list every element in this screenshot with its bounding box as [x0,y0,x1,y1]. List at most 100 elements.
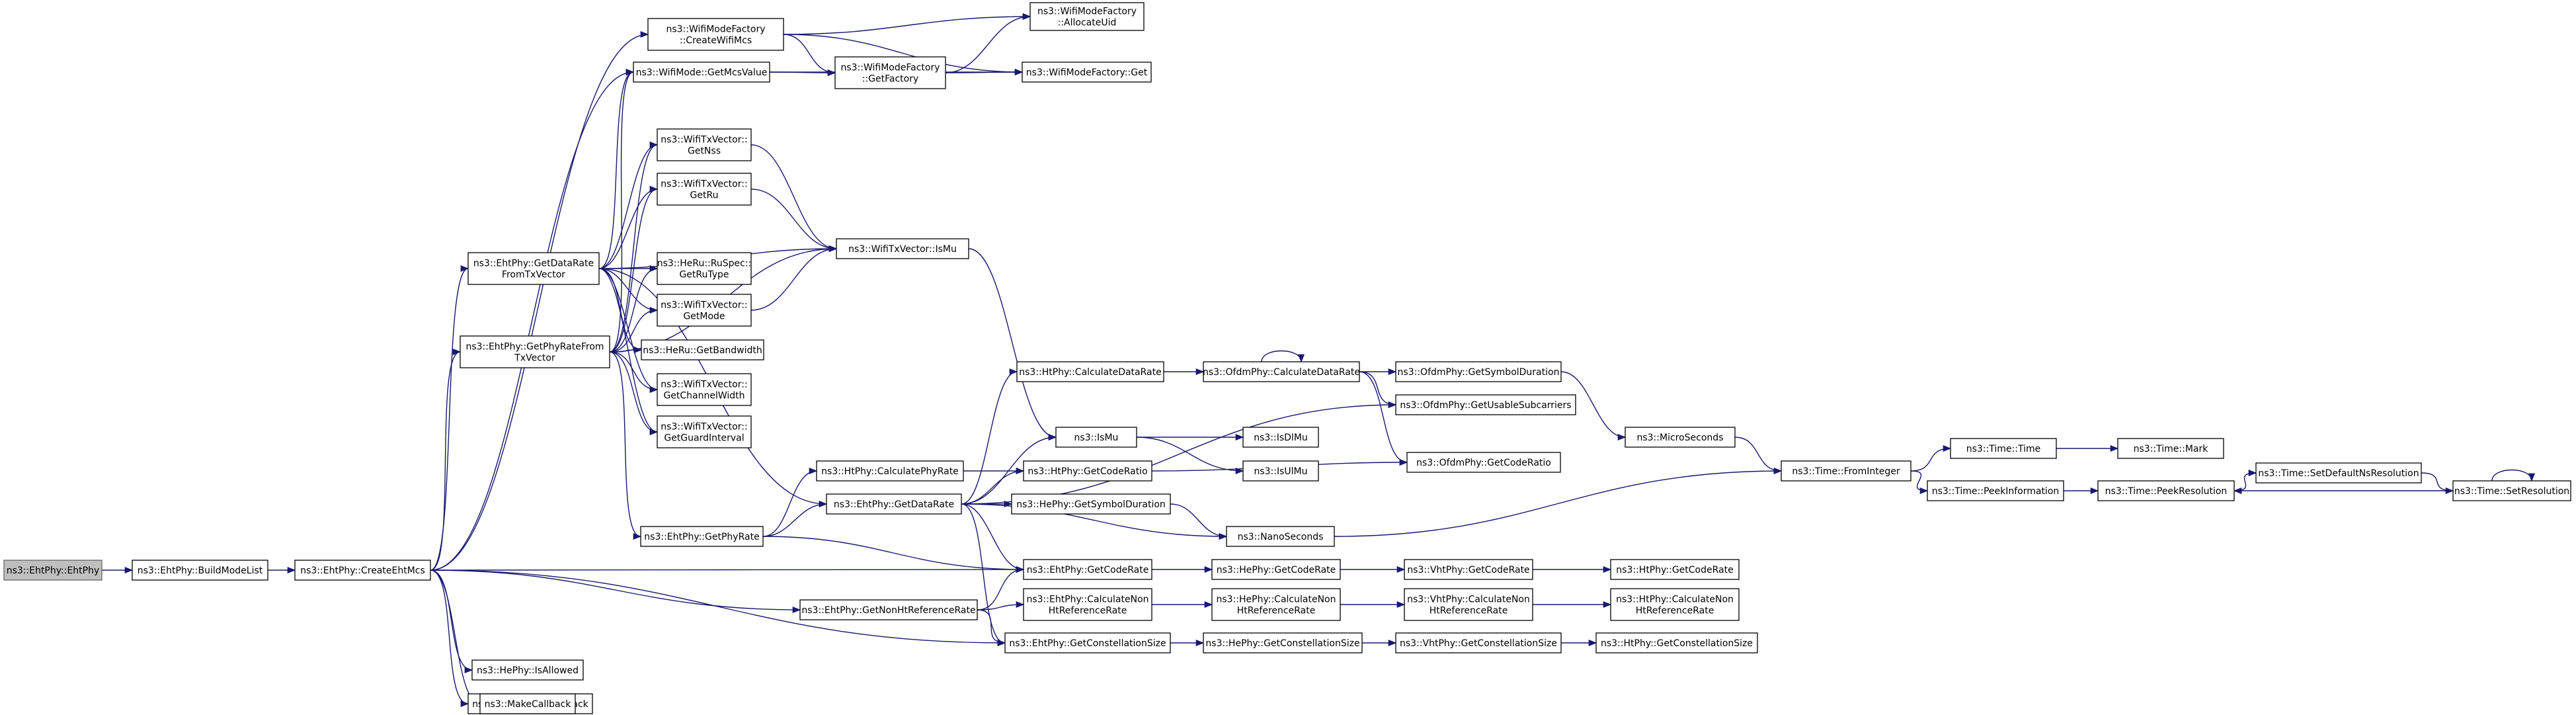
node-create-eht-mcs[interactable]: ns3::EhtPhy::CreateEhtMcs [294,560,431,581]
node-eht-const-size[interactable]: ns3::EhtPhy::GetConstellationSize [1004,632,1171,653]
node-ofdm-calc-data-rate[interactable]: ns3::OfdmPhy::CalculateDataRate [1203,361,1360,382]
node-box[interactable] [1927,480,2064,501]
node-box[interactable] [471,659,584,681]
node-box[interactable] [1406,452,1561,473]
node-nano-seconds[interactable]: ns3::NanoSeconds [1226,526,1335,547]
node-box[interactable] [1022,62,1152,83]
node-box[interactable] [294,560,431,581]
node-box[interactable] [2255,462,2422,484]
node-box[interactable] [1023,460,1152,482]
node-box[interactable] [657,128,752,161]
node-get-guard-interval[interactable]: ns3::WifiTxVector::GetGuardInterval [657,415,752,448]
node-box[interactable] [657,294,752,327]
node-box[interactable] [826,493,962,515]
node-box[interactable] [1029,2,1145,31]
node-box[interactable] [647,18,784,51]
node-box[interactable] [1226,526,1335,547]
node-ht-code-ratio[interactable]: ns3::HtPhy::GetCodeRatio [1023,460,1152,482]
node-box[interactable] [1055,427,1137,448]
node-make-callback[interactable]: ns3::MakeCallback [479,693,576,714]
node-is-mu[interactable]: ns3::IsMu [1055,427,1137,448]
node-vht-code-rate[interactable]: ns3::VhtPhy::GetCodeRate [1404,559,1533,580]
node-box[interactable] [1242,460,1319,482]
node-box[interactable] [1950,438,2057,459]
node-get-factory[interactable]: ns3::WifiModeFactory::GetFactory [834,56,946,89]
node-box[interactable] [132,560,268,581]
node-box[interactable] [1211,588,1341,621]
node-box[interactable] [816,460,964,482]
node-box[interactable] [799,599,978,620]
node-set-resolution[interactable]: ns3::Time::SetResolution [2452,480,2571,501]
node-get-channel-width[interactable]: ns3::WifiTxVector::GetChannelWidth [657,373,752,406]
node-box[interactable] [1242,427,1319,448]
node-allocate-uid[interactable]: ns3::WifiModeFactory::AllocateUid [1029,2,1145,31]
node-box[interactable] [1610,588,1740,621]
node-from-integer[interactable]: ns3::Time::FromInteger [1781,460,1912,482]
node-box[interactable] [460,335,610,368]
node-time-time[interactable]: ns3::Time::Time [1950,438,2057,459]
node-is-dl-mu[interactable]: ns3::IsDlMu [1242,427,1319,448]
node-box[interactable] [1395,632,1562,653]
node-he-code-rate[interactable]: ns3::HePhy::GetCodeRate [1211,559,1341,580]
node-box[interactable] [657,415,752,448]
node-is-ul-mu[interactable]: ns3::IsUlMu [1242,460,1319,482]
node-box[interactable] [1004,632,1171,653]
node-box[interactable] [2097,480,2235,501]
node-box[interactable] [657,173,752,206]
node-micro-seconds[interactable]: ns3::MicroSeconds [1625,427,1736,448]
node-box[interactable] [1610,559,1740,580]
node-box[interactable] [836,238,969,259]
node-box[interactable] [640,526,764,547]
node-factory-get[interactable]: ns3::WifiModeFactory::Get [1022,62,1152,83]
node-eht-non-ht-ref[interactable]: ns3::EhtPhy::GetNonHtReferenceRate [799,599,978,620]
node-box[interactable] [1203,361,1360,382]
node-peek-information[interactable]: ns3::Time::PeekInformation [1927,480,2064,501]
node-box[interactable] [1016,361,1164,382]
node-box[interactable] [2452,480,2571,501]
node-create-wifi-mcs[interactable]: ns3::WifiModeFactory::CreateWifiMcs [647,18,784,51]
node-box[interactable] [1203,632,1363,653]
node-ht-calc-data-rate[interactable]: ns3::HtPhy::CalculateDataRate [1016,361,1164,382]
node-box[interactable] [467,252,600,285]
node-ht-const-size[interactable]: ns3::HtPhy::GetConstellationSize [1595,632,1758,653]
node-eht-code-rate[interactable]: ns3::EhtPhy::GetCodeRate [1023,559,1152,580]
node-box[interactable] [1023,559,1152,580]
node-box[interactable] [1211,559,1341,580]
node-box[interactable] [479,693,576,714]
node-ofdm-code-ratio[interactable]: ns3::OfdmPhy::GetCodeRatio [1406,452,1561,473]
node-box[interactable] [1625,427,1736,448]
node-peek-resolution[interactable]: ns3::Time::PeekResolution [2097,480,2235,501]
node-box[interactable] [1404,588,1533,621]
node-tx-is-mu[interactable]: ns3::WifiTxVector::IsMu [836,238,969,259]
node-box[interactable] [641,339,764,360]
node-box[interactable] [1023,588,1152,621]
node-get-mcs-value[interactable]: ns3::WifiMode::GetMcsValue [633,62,770,83]
node-box[interactable] [1595,632,1758,653]
node-get-ru[interactable]: ns3::WifiTxVector::GetRu [657,173,752,206]
node-build-mode-list[interactable]: ns3::EhtPhy::BuildModeList [132,560,268,581]
node-get-mode[interactable]: ns3::WifiTxVector::GetMode [657,294,752,327]
node-ofdm-sym-dur[interactable]: ns3::OfdmPhy::GetSymbolDuration [1395,361,1562,382]
node-box[interactable] [1404,559,1533,580]
node-get-ru-type[interactable]: ns3::HeRu::RuSpec::GetRuType [657,252,752,285]
node-box[interactable] [1395,394,1576,415]
node-vht-const-size[interactable]: ns3::VhtPhy::GetConstellationSize [1395,632,1562,653]
node-eht-get-phy-rate[interactable]: ns3::EhtPhy::GetPhyRate [640,526,764,547]
node-ht-code-rate[interactable]: ns3::HtPhy::GetCodeRate [1610,559,1740,580]
node-eht-get-data-rate[interactable]: ns3::EhtPhy::GetDataRate [826,493,962,515]
node-time-mark[interactable]: ns3::Time::Mark [2117,438,2224,459]
node-ht-calc-phy-rate[interactable]: ns3::HtPhy::CalculatePhyRate [816,460,964,482]
node-box[interactable] [2117,438,2224,459]
node-ofdm-usable-sub[interactable]: ns3::OfdmPhy::GetUsableSubcarriers [1395,394,1576,415]
node-box[interactable] [657,373,752,406]
node-he-sym-dur[interactable]: ns3::HePhy::GetSymbolDuration [1011,493,1171,515]
node-box[interactable] [1011,493,1171,515]
node-he-is-allowed[interactable]: ns3::HePhy::IsAllowed [471,659,584,681]
node-get-bandwidth[interactable]: ns3::HeRu::GetBandwidth [641,339,764,360]
